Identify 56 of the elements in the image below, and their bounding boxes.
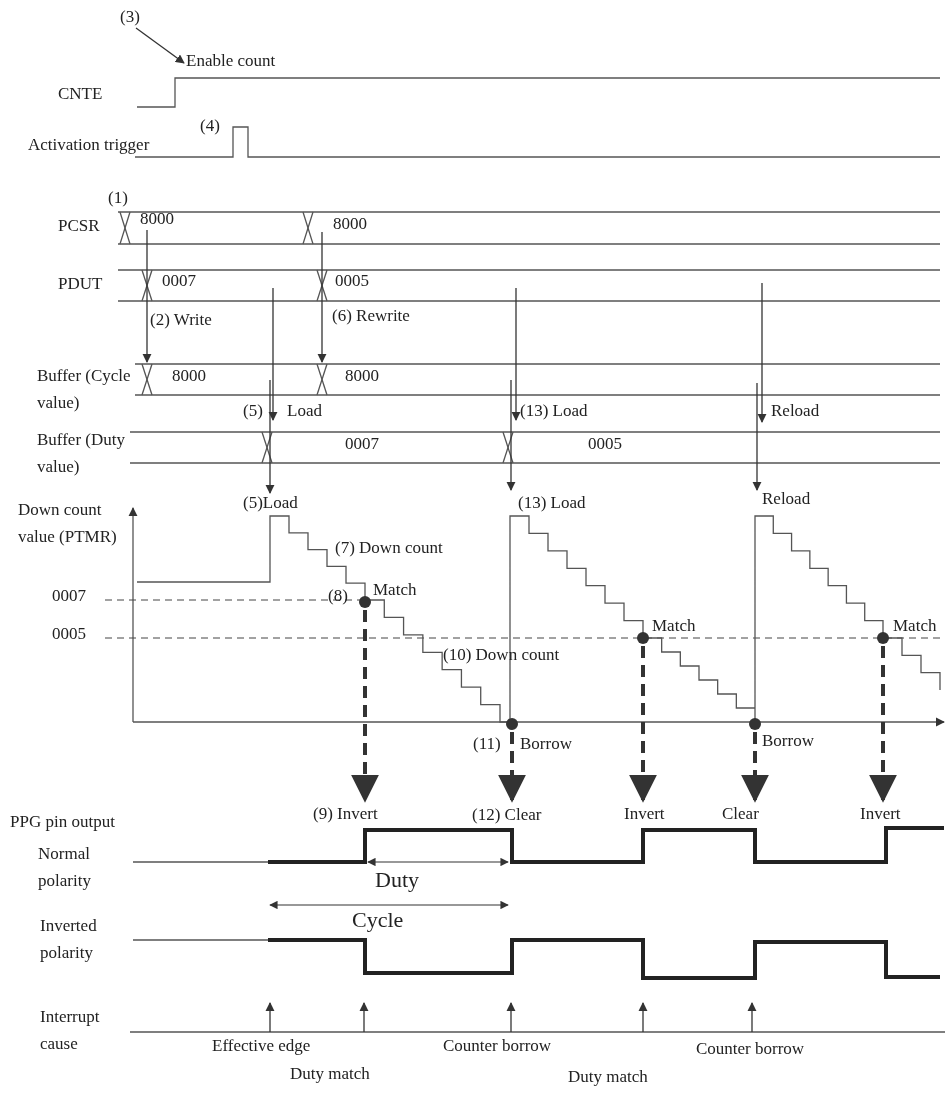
event-label: Invert xyxy=(860,803,901,825)
event-label: (10) Down count xyxy=(443,644,560,666)
signal-name: Buffer (Duty value) xyxy=(37,429,126,478)
event-label: (13) Load xyxy=(518,492,586,514)
dimension-label: Cycle xyxy=(352,906,404,933)
event-label: Reload xyxy=(762,488,811,510)
signal-name: PCSR xyxy=(58,215,100,237)
interrupt-cause-label: Counter borrow xyxy=(443,1035,552,1057)
event-label: (9) Invert xyxy=(313,803,378,825)
bus-value: 8000 xyxy=(333,213,367,235)
event-label: (6) Rewrite xyxy=(332,305,410,327)
callout-number: (4) xyxy=(200,115,220,137)
event-label: Borrow xyxy=(762,730,814,752)
signal-name: CNTE xyxy=(58,83,103,105)
leader-line xyxy=(135,27,185,64)
event-label: (2) Write xyxy=(150,309,212,331)
signal-name: Buffer (Cycle value) xyxy=(37,365,132,414)
signal-name: Interrupt cause xyxy=(40,1006,101,1055)
event-label: (13) Load xyxy=(520,400,588,422)
callout-number: (11) xyxy=(473,733,501,755)
bus-value: 0005 xyxy=(588,433,622,455)
tick-label: 0005 xyxy=(52,623,86,645)
callout-number: (5) xyxy=(243,400,263,422)
bus-value: 0007 xyxy=(345,433,379,455)
event-label: Match xyxy=(893,615,937,637)
bus-value: 8000 xyxy=(345,365,379,387)
callout-number: (8) xyxy=(328,585,348,607)
event-label: (7) Down count xyxy=(335,537,443,559)
callout-number: (3) xyxy=(120,3,140,30)
interrupt-cause-label: Duty match xyxy=(290,1063,370,1085)
interrupt-cause-label: Duty match xyxy=(568,1066,648,1088)
callout-number: (1) xyxy=(108,187,128,209)
bus-value: 8000 xyxy=(140,208,174,230)
event-label: (12) Clear xyxy=(472,804,542,826)
signal-name: Normal polarity xyxy=(38,843,92,892)
event-label: Match xyxy=(652,615,696,637)
event-label: Match xyxy=(373,579,417,601)
signal-name: PPG pin output xyxy=(10,811,115,833)
signal-name: PDUT xyxy=(58,273,103,295)
event-label: (5)Load xyxy=(243,492,298,514)
event-label: Clear xyxy=(722,803,759,825)
dimension-label: Duty xyxy=(375,866,419,893)
axis-label: Down count value (PTMR) xyxy=(18,499,118,548)
event-label: Enable count xyxy=(186,47,276,74)
event-label: Borrow xyxy=(520,733,572,755)
event-label: Invert xyxy=(624,803,665,825)
signal-name: Activation trigger xyxy=(28,134,150,156)
bus-value: 0007 xyxy=(162,270,196,292)
interrupt-cause-label: Effective edge xyxy=(212,1035,311,1057)
event-label: Load xyxy=(287,400,322,422)
event-label: Reload xyxy=(771,400,820,422)
signal-name: Inverted polarity xyxy=(40,915,98,964)
bus-value: 8000 xyxy=(172,365,206,387)
interrupt-cause-label: Counter borrow xyxy=(696,1038,805,1060)
bus-value: 0005 xyxy=(335,270,369,292)
tick-label: 0007 xyxy=(52,585,86,607)
